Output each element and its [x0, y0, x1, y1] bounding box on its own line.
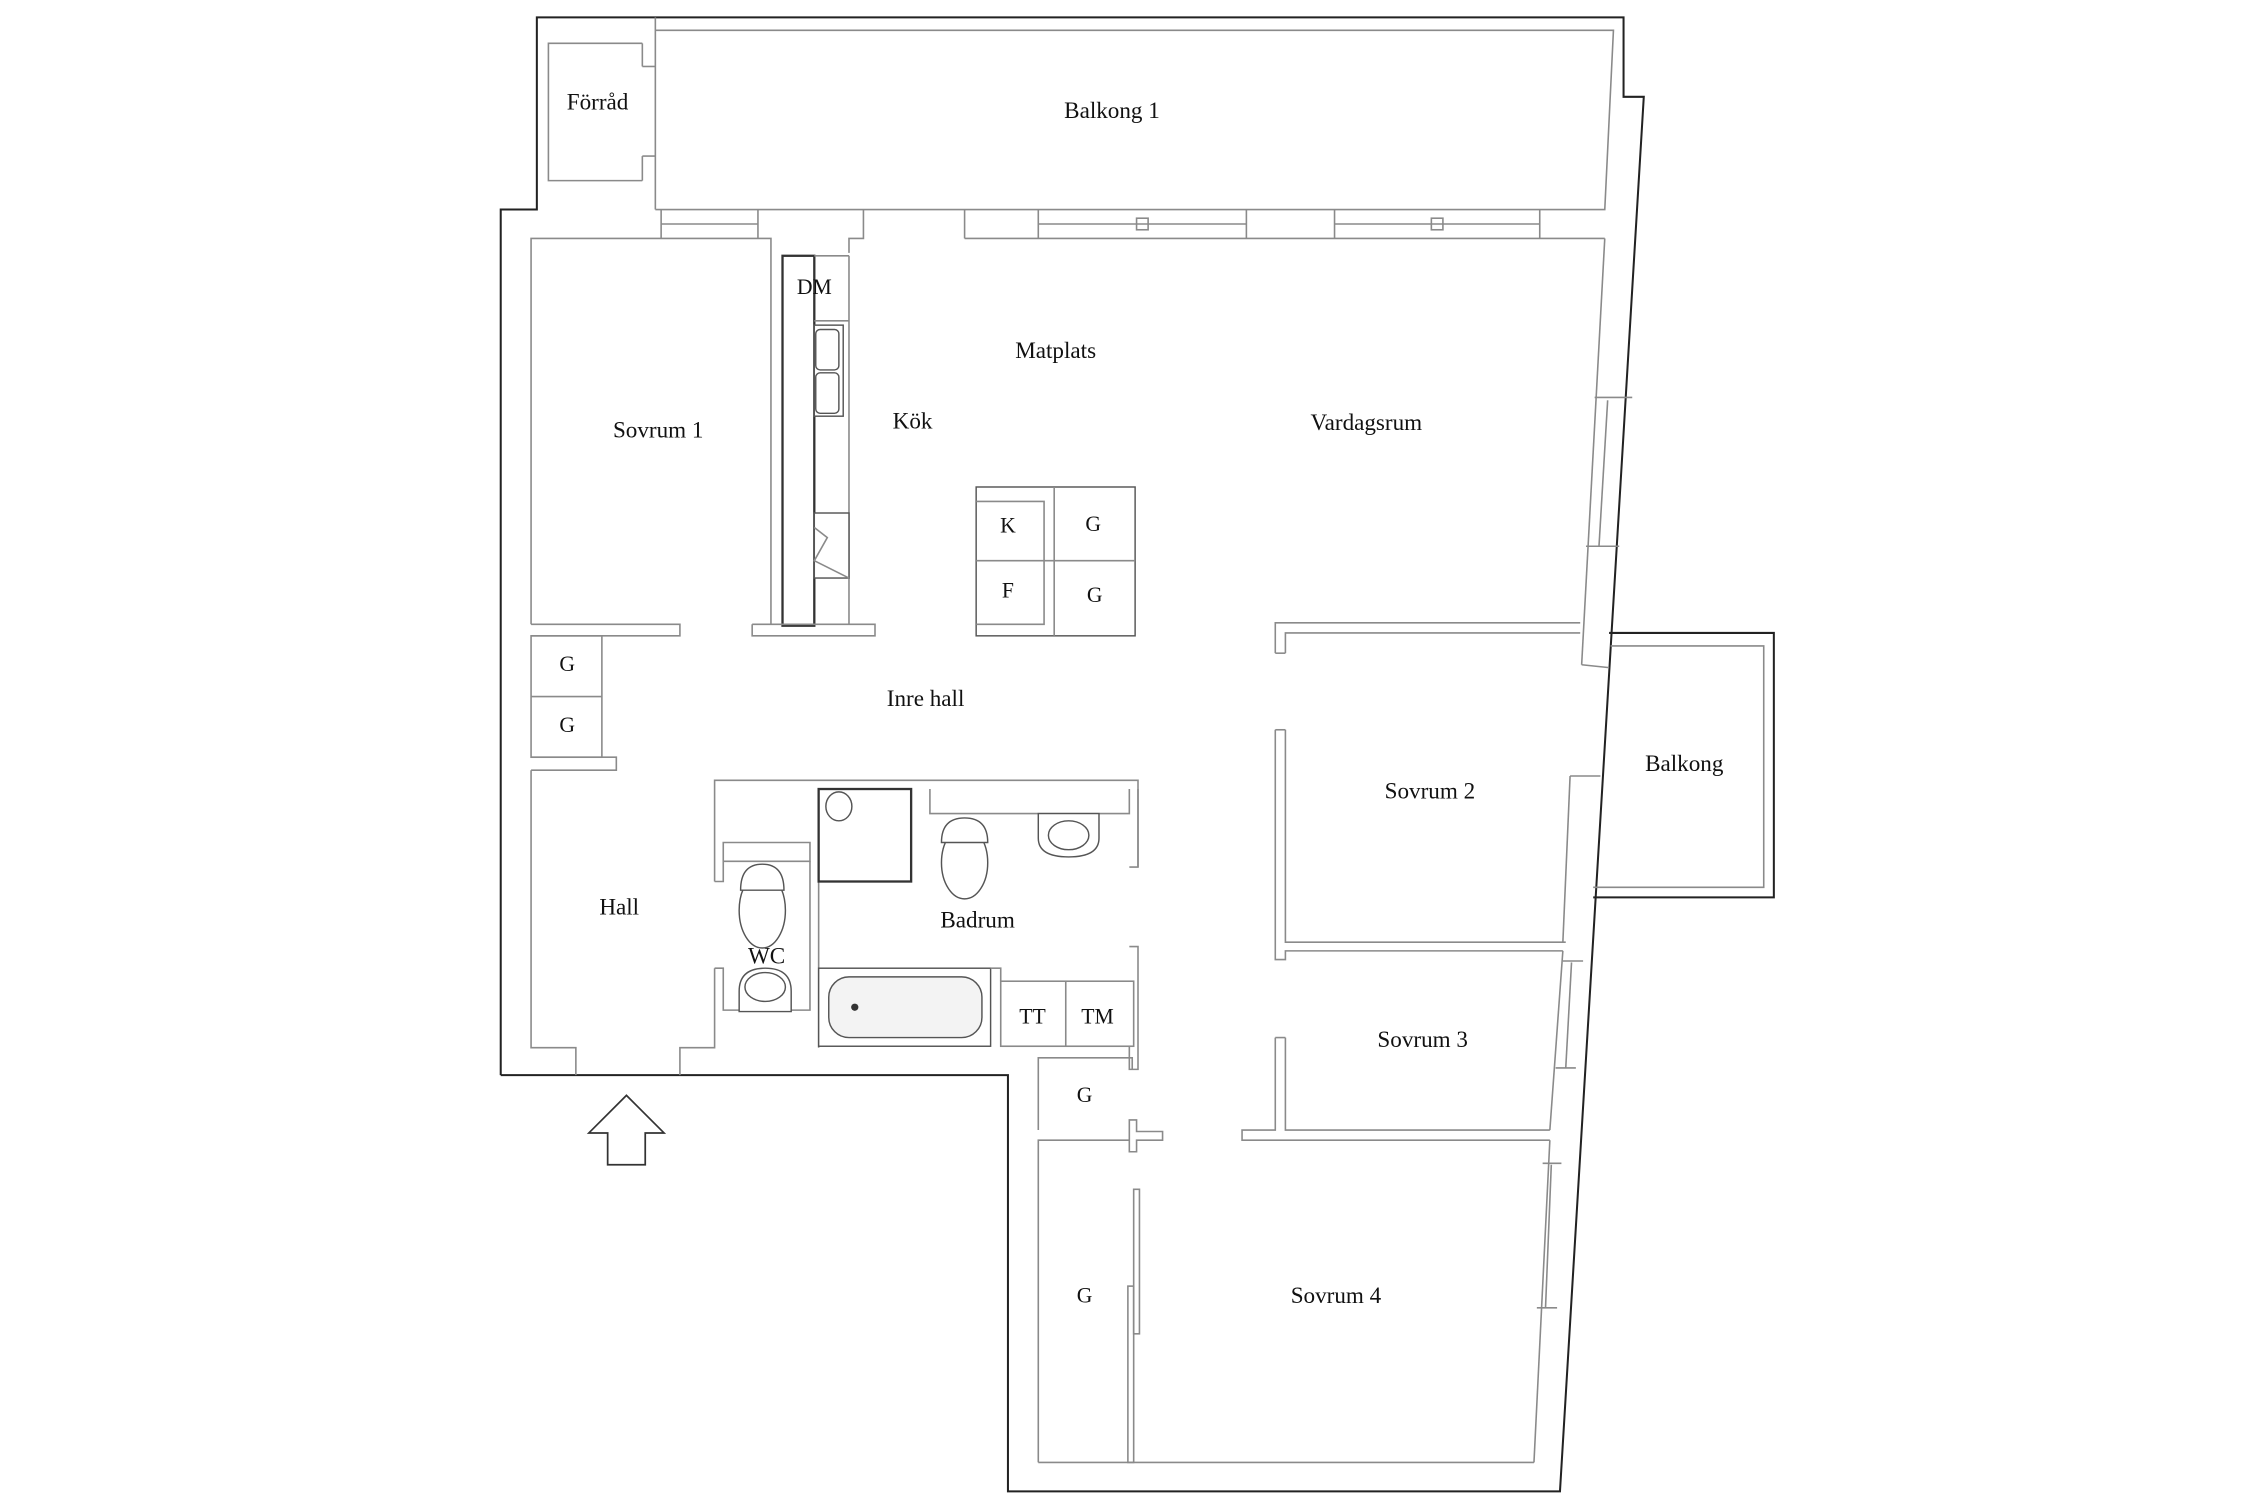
room-label-matplats: Matplats [1015, 338, 1096, 364]
room-label-inre-hall: Inre hall [887, 686, 965, 712]
fixture-label-fridge: K [1000, 513, 1016, 537]
balcony-1 [654, 17, 1615, 211]
room-label-sovrum-1: Sovrum 1 [613, 417, 704, 443]
bathroom [817, 787, 1139, 1071]
fixture-label-dishwasher: DM [797, 275, 832, 299]
bedroom-3 [1241, 950, 1584, 1141]
storage-room [547, 42, 656, 182]
fixture-label-closet: G [1077, 1083, 1093, 1107]
room-label-sovrum-3: Sovrum 3 [1377, 1027, 1468, 1053]
room-label-vardagsrum: Vardagsrum [1310, 410, 1422, 436]
arrow-up-icon [586, 1094, 667, 1166]
fixture-label-dryer: TT [1019, 1005, 1045, 1029]
fixture-label-closet: G [1077, 1284, 1093, 1308]
bedroom-2 [1274, 622, 1601, 961]
kitchen-counter [751, 254, 876, 637]
fixture-label-closet: G [559, 713, 575, 737]
bedroom-1 [530, 237, 772, 637]
room-label-badrum: Badrum [940, 907, 1014, 933]
outer-walls [499, 16, 1775, 1493]
room-label-wc: WC [748, 943, 785, 969]
room-label-sovrum-4: Sovrum 4 [1291, 1283, 1382, 1309]
room-label-forrad: Förråd [567, 89, 629, 115]
fixture-label-closet: G [1087, 583, 1103, 607]
window-strip [660, 209, 1605, 253]
fixture-label-closet: G [559, 652, 575, 676]
room-label-hall: Hall [599, 894, 639, 920]
balcony-2 [1593, 645, 1765, 889]
wc-room [714, 789, 820, 1048]
room-label-sovrum-2: Sovrum 2 [1385, 779, 1476, 805]
hall-closets [530, 635, 618, 772]
kitchen-island [975, 486, 1136, 637]
fixture-label-washer: TM [1081, 1005, 1113, 1029]
room-label-balkong: Balkong [1645, 751, 1724, 777]
living-room-walls [1580, 238, 1633, 669]
fixture-label-closet: G [1085, 512, 1101, 536]
room-label-kok: Kök [893, 409, 933, 435]
fixture-label-freezer: F [1002, 578, 1014, 602]
room-label-balkong-1: Balkong 1 [1064, 98, 1160, 124]
bedroom-4 [1037, 1057, 1562, 1464]
